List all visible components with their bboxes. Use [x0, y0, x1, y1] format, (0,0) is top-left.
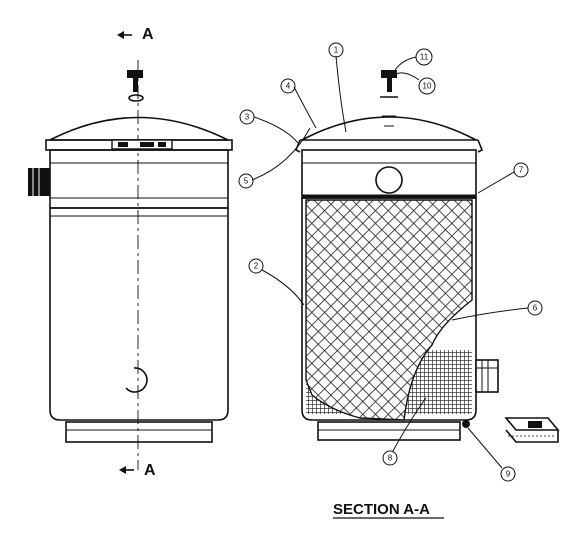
- svg-text:SECTION A-A: SECTION A-A: [333, 501, 430, 518]
- drain-valve-icon: [462, 420, 470, 428]
- base-ring-section: [317, 421, 461, 441]
- dome-lid-section: [301, 116, 477, 141]
- clamp-detail: [504, 417, 560, 443]
- callout-7: 7: [513, 162, 529, 178]
- svg-text:10: 10: [423, 82, 432, 91]
- svg-text:6: 6: [533, 304, 538, 313]
- callout-4: 4: [280, 78, 296, 94]
- filter-bag: [305, 199, 473, 421]
- vent-valve-icon: [127, 70, 144, 102]
- svg-text:1: 1: [334, 46, 339, 55]
- svg-text:A: A: [142, 26, 154, 43]
- leader-lines: [251, 55, 529, 469]
- callout-2: 2: [248, 258, 264, 274]
- callout-1: 1: [328, 42, 344, 58]
- svg-text:2: 2: [254, 262, 259, 271]
- callout-8: 8: [382, 450, 398, 466]
- dome-lid: [49, 116, 229, 141]
- callout-6: 6: [527, 300, 543, 316]
- svg-text:11: 11: [420, 53, 429, 62]
- svg-text:A: A: [144, 462, 156, 479]
- callout-5: 5: [238, 173, 254, 189]
- section-marker-top: A: [117, 26, 154, 43]
- callout-11: 11: [415, 48, 433, 66]
- svg-text:7: 7: [519, 166, 524, 175]
- svg-text:9: 9: [506, 470, 511, 479]
- svg-text:5: 5: [244, 177, 249, 186]
- main-shell: [49, 207, 229, 421]
- drain-fitting: [125, 367, 148, 393]
- svg-text:4: 4: [286, 82, 291, 91]
- vent-valve-section-icon: [380, 70, 398, 98]
- svg-text:3: 3: [245, 113, 250, 122]
- section-title: SECTION A-A: [333, 501, 444, 519]
- callout-9: 9: [500, 466, 516, 482]
- base-ring: [65, 421, 213, 443]
- clamp-latch: [111, 139, 173, 150]
- section-marker-bottom: A: [119, 462, 156, 479]
- callout-3: 3: [239, 109, 255, 125]
- upper-chamber: [301, 149, 477, 199]
- external-view: A: [28, 26, 233, 479]
- section-view: 1 2 3 4 5 6 7 8: [238, 42, 560, 519]
- svg-text:8: 8: [388, 454, 393, 463]
- inlet-port: [375, 166, 403, 194]
- outlet-nozzle: [475, 359, 499, 393]
- callout-10: 10: [418, 77, 436, 95]
- upper-body: [49, 149, 229, 209]
